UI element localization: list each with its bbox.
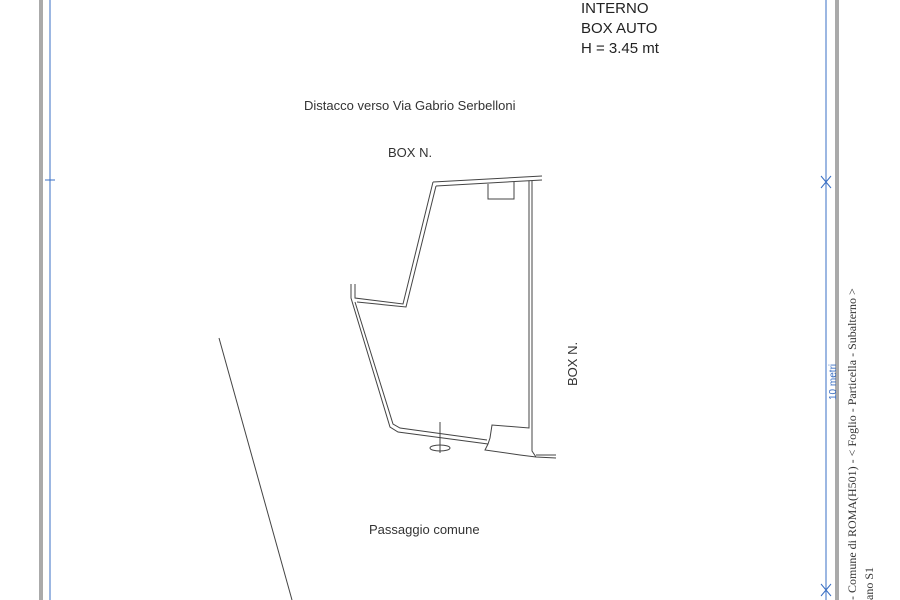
header-line-box-auto: BOX AUTO bbox=[581, 20, 658, 37]
right-tick-bottom bbox=[820, 583, 832, 597]
label-passaggio: Passaggio comune bbox=[369, 522, 480, 537]
scale-label: 10 metri bbox=[828, 363, 839, 400]
label-distacco: Distacco verso Via Gabrio Serbelloni bbox=[304, 98, 516, 113]
right-border bbox=[835, 0, 839, 600]
label-box-top: BOX N. bbox=[388, 145, 433, 160]
right-tick-top bbox=[820, 175, 832, 189]
cadastral-reference-line2: ano S1 bbox=[862, 567, 876, 600]
header-line-height: H = 3.45 mt bbox=[581, 40, 659, 57]
box-outline bbox=[218, 175, 557, 600]
label-box-right: BOX N. bbox=[565, 341, 580, 386]
left-border bbox=[39, 0, 43, 600]
cadastral-reference: - Comune di ROMA(H501) - < Foglio - Part… bbox=[845, 288, 859, 600]
header-line-interno: INTERNO bbox=[581, 0, 649, 17]
